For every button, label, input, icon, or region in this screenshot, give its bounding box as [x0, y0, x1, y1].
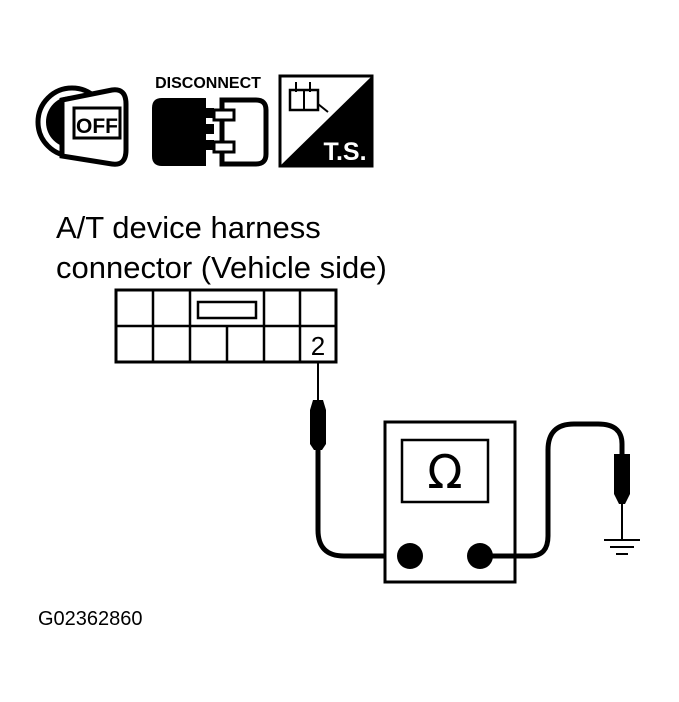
ignition-off-label: OFF — [76, 115, 118, 138]
ohm-symbol: Ω — [427, 445, 462, 499]
probe-connector — [310, 363, 410, 559]
ground-icon — [604, 539, 640, 555]
terminal-connector-icon — [288, 82, 329, 113]
meter-terminal-left — [397, 543, 423, 569]
harness-connector: 2 — [114, 288, 338, 364]
connector-title-line2: connector (Vehicle side) — [56, 250, 387, 285]
connector-title-line1: A/T device harness — [56, 210, 321, 245]
ts-icon: T.S. — [278, 74, 374, 168]
ts-label: T.S. — [323, 138, 366, 166]
disconnect-label: DISCONNECT — [155, 75, 261, 92]
disconnect-icon: DISCONNECT — [152, 75, 269, 167]
pin-2-label: 2 — [311, 331, 325, 361]
connector-lock-tab — [196, 300, 258, 320]
meter-display — [400, 438, 490, 504]
figure-id: G02362860 — [38, 608, 143, 630]
probe-ground — [480, 421, 630, 559]
ignition-key-off-icon: OFF — [35, 85, 129, 167]
